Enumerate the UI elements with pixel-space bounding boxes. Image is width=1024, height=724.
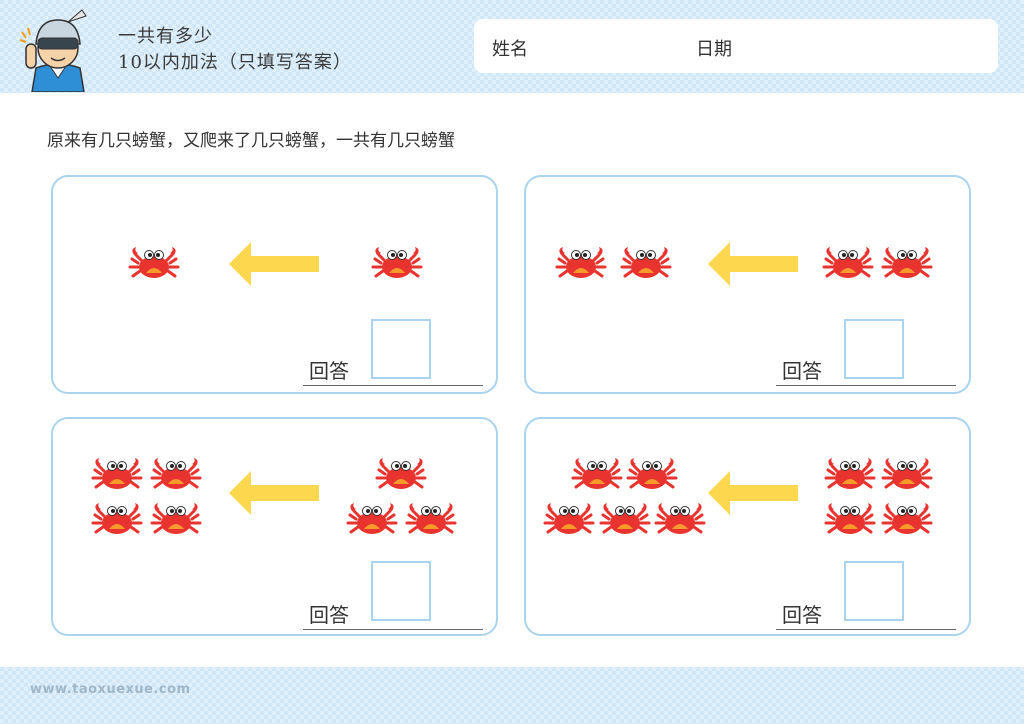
crab-icon [822, 245, 874, 281]
crab-icon [371, 245, 423, 281]
crab-icon [555, 245, 607, 281]
crab-icon [626, 456, 678, 492]
crab-icon [128, 245, 180, 281]
crab-icon [150, 456, 202, 492]
header-band: 一共有多少 10以内加法（只填写答案） 姓名 日期 [0, 0, 1024, 93]
crab-icon [405, 501, 457, 537]
answer-label: 回答 [782, 359, 822, 383]
crab-icon [654, 501, 706, 537]
date-field-label[interactable]: 日期 [696, 39, 732, 60]
answer-underline [303, 629, 483, 630]
answer-underline [303, 385, 483, 386]
name-date-box: 姓名 日期 [474, 19, 998, 73]
crab-icon [375, 456, 427, 492]
crab-icon [346, 501, 398, 537]
answer-input-box[interactable] [844, 319, 904, 379]
answer-input-box[interactable] [844, 561, 904, 621]
answer-underline [776, 629, 956, 630]
left-arrow-icon [229, 471, 319, 515]
worksheet-title: 一共有多少 [118, 26, 213, 47]
crab-icon [91, 456, 143, 492]
left-arrow-icon [229, 242, 319, 286]
left-arrow-icon [708, 471, 798, 515]
left-arrow-icon [708, 242, 798, 286]
problem-panel-3: 回答 [51, 417, 498, 636]
answer-label: 回答 [309, 603, 349, 627]
problem-panel-1: 回答 [51, 175, 498, 394]
crab-icon [824, 456, 876, 492]
question-text: 原来有几只螃蟹，又爬来了几只螃蟹，一共有几只螃蟹 [47, 131, 455, 151]
crab-icon [881, 245, 933, 281]
answer-input-box[interactable] [371, 319, 431, 379]
worksheet-subtitle: 10以内加法（只填写答案） [118, 52, 352, 73]
robot-boy-mascot-icon [19, 9, 87, 92]
answer-label: 回答 [309, 359, 349, 383]
crab-icon [620, 245, 672, 281]
problem-panel-2: 回答 [524, 175, 971, 394]
crab-icon [543, 501, 595, 537]
crab-icon [91, 501, 143, 537]
crab-icon [599, 501, 651, 537]
problem-panel-4: 回答 [524, 417, 971, 636]
crab-icon [881, 456, 933, 492]
name-field-label[interactable]: 姓名 [492, 39, 528, 60]
footer-band [0, 667, 1024, 724]
footer-website[interactable]: www.taoxuexue.com [30, 682, 191, 697]
crab-icon [881, 501, 933, 537]
crab-icon [824, 501, 876, 537]
crab-icon [150, 501, 202, 537]
answer-underline [776, 385, 956, 386]
answer-input-box[interactable] [371, 561, 431, 621]
answer-label: 回答 [782, 603, 822, 627]
crab-icon [571, 456, 623, 492]
